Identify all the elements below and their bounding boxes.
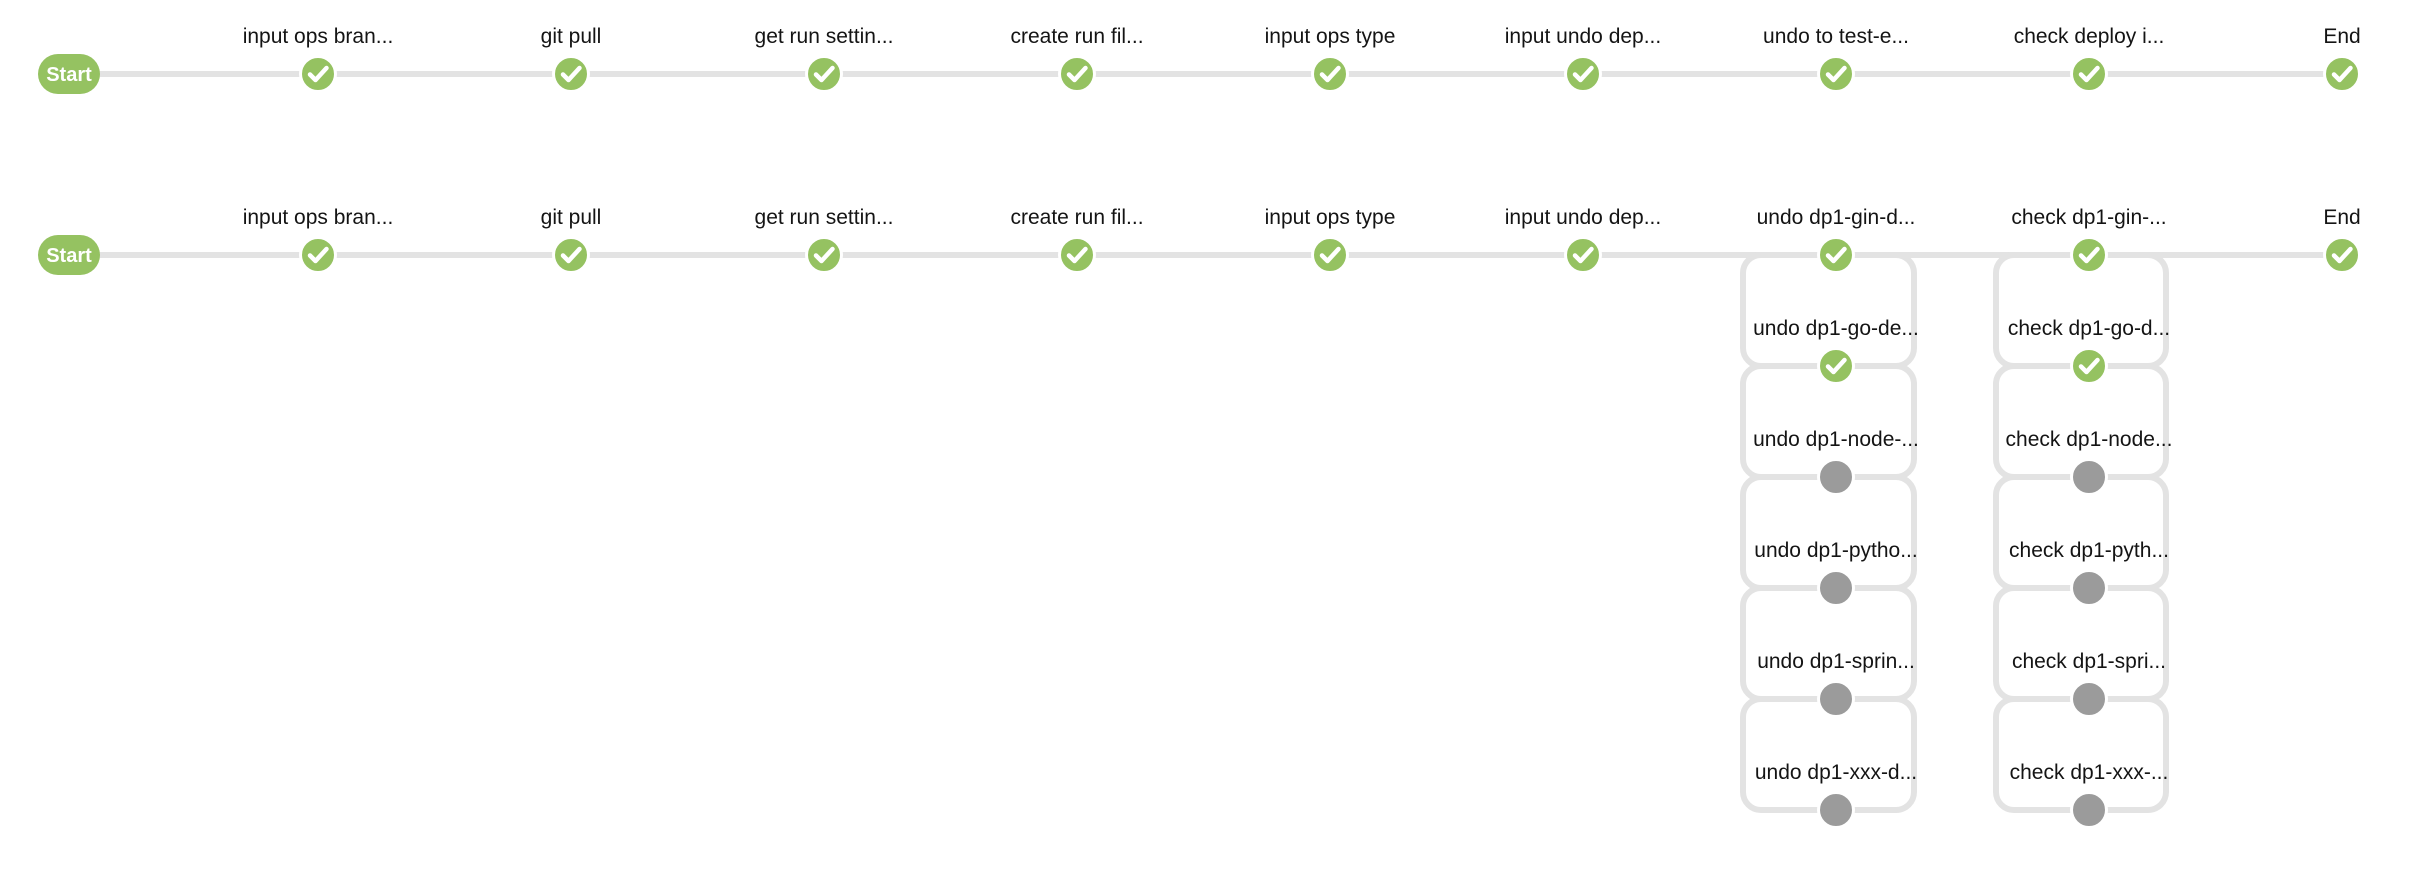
stage-node[interactable]: get run settin... — [755, 206, 894, 274]
status-circle[interactable] — [1817, 791, 1855, 829]
check-icon — [1319, 65, 1341, 83]
stage-node[interactable]: input ops bran... — [243, 25, 394, 93]
stage-node[interactable]: git pull — [541, 25, 602, 93]
stage-node[interactable]: input undo dep... — [1505, 25, 1661, 93]
step-label: get run settin... — [755, 206, 894, 229]
step-label: check dp1-xxx-... — [2010, 761, 2169, 784]
branch-node[interactable]: undo dp1-pytho... — [1754, 539, 1918, 607]
step-label: input ops bran... — [243, 206, 394, 229]
step-label: check dp1-gin-... — [2011, 206, 2166, 229]
status-circle[interactable] — [2070, 458, 2108, 496]
check-icon — [307, 65, 329, 83]
stage-node[interactable]: undo dp1-gin-d... — [1757, 206, 1916, 274]
status-circle[interactable] — [1817, 680, 1855, 718]
status-circle[interactable] — [1817, 458, 1855, 496]
check-icon — [1825, 65, 1847, 83]
step-label: input undo dep... — [1505, 25, 1661, 48]
step-label: undo dp1-sprin... — [1757, 650, 1915, 673]
status-circle[interactable] — [2070, 680, 2108, 718]
branch-node[interactable]: undo dp1-node-... — [1753, 428, 1919, 496]
status-circle[interactable] — [2070, 569, 2108, 607]
check-icon — [560, 65, 582, 83]
step-label: undo dp1-go-de... — [1753, 317, 1919, 340]
step-label: End — [2323, 206, 2360, 229]
stage-node[interactable]: input ops type — [1265, 206, 1396, 274]
check-icon — [1572, 246, 1594, 264]
step-label: input ops type — [1265, 25, 1396, 48]
check-icon — [1572, 65, 1594, 83]
branch-node[interactable]: check dp1-go-d... — [2008, 317, 2170, 385]
end-node[interactable]: End — [2323, 206, 2361, 274]
stage-node[interactable]: input ops bran... — [243, 206, 394, 274]
status-circle[interactable] — [2070, 791, 2108, 829]
check-icon — [2078, 357, 2100, 375]
pipeline-2: Start input ops bran... git pull get run se… — [38, 206, 2361, 829]
stage-node[interactable]: input ops type — [1265, 25, 1396, 93]
start-node[interactable]: Start — [38, 235, 100, 275]
check-icon — [1066, 65, 1088, 83]
step-label: undo dp1-node-... — [1753, 428, 1919, 451]
step-label: undo dp1-pytho... — [1754, 539, 1917, 562]
stage-node[interactable]: create run fil... — [1010, 206, 1144, 274]
branch-node[interactable]: check dp1-spri... — [2012, 650, 2166, 718]
start-label: Start — [46, 64, 92, 86]
stage-node[interactable]: git pull — [541, 206, 602, 274]
step-label: undo to test-e... — [1763, 25, 1909, 48]
stage-node[interactable]: check dp1-gin-... — [2011, 206, 2167, 274]
pipeline-1: Start input ops bran... git pull get run se… — [38, 25, 2361, 94]
step-label: git pull — [541, 25, 602, 48]
step-label: check dp1-pyth... — [2009, 539, 2169, 562]
step-label: check dp1-node... — [2006, 428, 2173, 451]
stage-node[interactable]: check deploy i... — [2014, 25, 2165, 93]
step-label: git pull — [541, 206, 602, 229]
stage-node[interactable]: get run settin... — [755, 25, 894, 93]
start-node[interactable]: Start — [38, 54, 100, 94]
step-label: input undo dep... — [1505, 206, 1661, 229]
check-icon — [560, 246, 582, 264]
start-pill[interactable] — [38, 54, 100, 94]
branch-node[interactable]: check dp1-node... — [2006, 428, 2173, 496]
step-label: get run settin... — [755, 25, 894, 48]
check-icon — [307, 246, 329, 264]
step-label: input ops type — [1265, 206, 1396, 229]
step-label: check dp1-go-d... — [2008, 317, 2170, 340]
stage-node[interactable]: create run fil... — [1010, 25, 1144, 93]
check-icon — [2078, 246, 2100, 264]
check-icon — [2331, 246, 2353, 264]
step-label: input ops bran... — [243, 25, 394, 48]
start-pill[interactable] — [38, 235, 100, 275]
step-label: undo dp1-xxx-d... — [1755, 761, 1917, 784]
step-label: check dp1-spri... — [2012, 650, 2166, 673]
check-icon — [1319, 246, 1341, 264]
step-label: check deploy i... — [2014, 25, 2165, 48]
branch-node[interactable]: undo dp1-go-de... — [1753, 317, 1919, 385]
stage-node[interactable]: undo to test-e... — [1763, 25, 1909, 93]
check-icon — [813, 246, 835, 264]
stage-node[interactable]: input undo dep... — [1505, 206, 1661, 274]
end-node[interactable]: End — [2323, 25, 2361, 93]
check-icon — [1825, 357, 1847, 375]
check-icon — [1825, 246, 1847, 264]
branch-node[interactable]: check dp1-xxx-... — [2010, 761, 2169, 829]
step-label: create run fil... — [1010, 25, 1143, 48]
step-label: End — [2323, 25, 2360, 48]
start-label: Start — [46, 245, 92, 267]
step-label: create run fil... — [1010, 206, 1143, 229]
branch-node[interactable]: undo dp1-xxx-d... — [1755, 761, 1917, 829]
check-icon — [813, 65, 835, 83]
check-icon — [2331, 65, 2353, 83]
step-label: undo dp1-gin-d... — [1757, 206, 1916, 229]
status-circle[interactable] — [1817, 569, 1855, 607]
check-icon — [1066, 246, 1088, 264]
branch-node[interactable]: check dp1-pyth... — [2009, 539, 2169, 607]
check-icon — [2078, 65, 2100, 83]
branch-node[interactable]: undo dp1-sprin... — [1757, 650, 1915, 718]
